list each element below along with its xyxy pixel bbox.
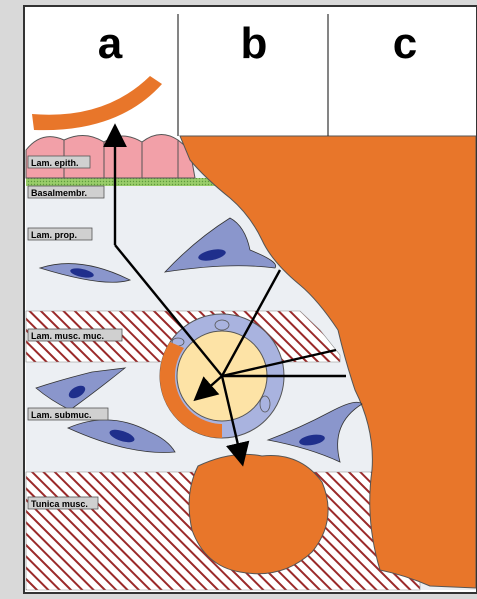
column-label-a: a — [98, 19, 123, 68]
metastatic-tumor-lump — [189, 454, 328, 573]
layer-label-basal: Basalmembr. — [28, 186, 104, 198]
column-label-b: b — [241, 19, 268, 68]
layer-label-tunica: Tunica musc. — [28, 497, 98, 509]
svg-text:Lam. epith.: Lam. epith. — [31, 158, 79, 168]
layer-label-musc-muc: Lam. musc. muc. — [28, 329, 122, 341]
layer-label-submuc: Lam. submuc. — [28, 408, 108, 420]
svg-text:Lam. prop.: Lam. prop. — [31, 230, 77, 240]
layer-label-epith: Lam. epith. — [28, 156, 90, 168]
svg-text:Tunica musc.: Tunica musc. — [31, 499, 88, 509]
svg-text:Lam. submuc.: Lam. submuc. — [31, 410, 92, 420]
layer-label-prop: Lam. prop. — [28, 228, 92, 240]
column-label-c: c — [393, 19, 417, 68]
svg-text:Lam. musc. muc.: Lam. musc. muc. — [31, 331, 104, 341]
basal-membrane — [26, 178, 226, 186]
svg-text:Basalmembr.: Basalmembr. — [31, 188, 87, 198]
